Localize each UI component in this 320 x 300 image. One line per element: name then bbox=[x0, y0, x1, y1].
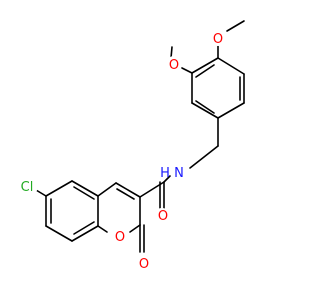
bond bbox=[116, 188, 135, 200]
bond bbox=[163, 175, 171, 183]
bond bbox=[195, 64, 215, 78]
bond bbox=[181, 67, 193, 74]
bond bbox=[97, 225, 108, 233]
bond bbox=[170, 46, 173, 59]
structure-canvas: O O N H Cl O O O bbox=[18, 20, 245, 272]
atom-label-oxygen: O bbox=[169, 58, 179, 73]
bond bbox=[71, 180, 99, 197]
atom-label-oxygen: O bbox=[139, 257, 149, 272]
molecule-diagram: O O N H Cl O O O bbox=[18, 20, 245, 272]
atom-label-nitrogen: N bbox=[174, 166, 184, 181]
bond bbox=[115, 182, 141, 198]
atom-label-oxygen: O bbox=[115, 230, 125, 245]
atom-label-hydrogen: H bbox=[160, 166, 170, 181]
bond bbox=[73, 221, 95, 235]
bond bbox=[191, 57, 219, 74]
bond bbox=[97, 182, 117, 197]
atom-label-chlorine: Cl bbox=[21, 180, 34, 195]
bond bbox=[195, 100, 215, 114]
atom-label-oxygen: O bbox=[158, 209, 168, 224]
atom-labels: O O N H Cl O O O bbox=[18, 30, 226, 272]
bond bbox=[189, 145, 219, 169]
bond bbox=[191, 102, 219, 119]
bond bbox=[129, 224, 141, 233]
atom-label-oxygen: O bbox=[213, 32, 223, 47]
bond bbox=[217, 102, 245, 119]
bond bbox=[45, 180, 73, 197]
bond-lines bbox=[35, 20, 245, 253]
bond bbox=[139, 181, 165, 198]
bond bbox=[45, 225, 73, 242]
bond bbox=[73, 186, 95, 200]
bond bbox=[217, 57, 245, 75]
bond bbox=[226, 20, 245, 32]
bond bbox=[35, 189, 47, 197]
bond bbox=[71, 225, 99, 242]
